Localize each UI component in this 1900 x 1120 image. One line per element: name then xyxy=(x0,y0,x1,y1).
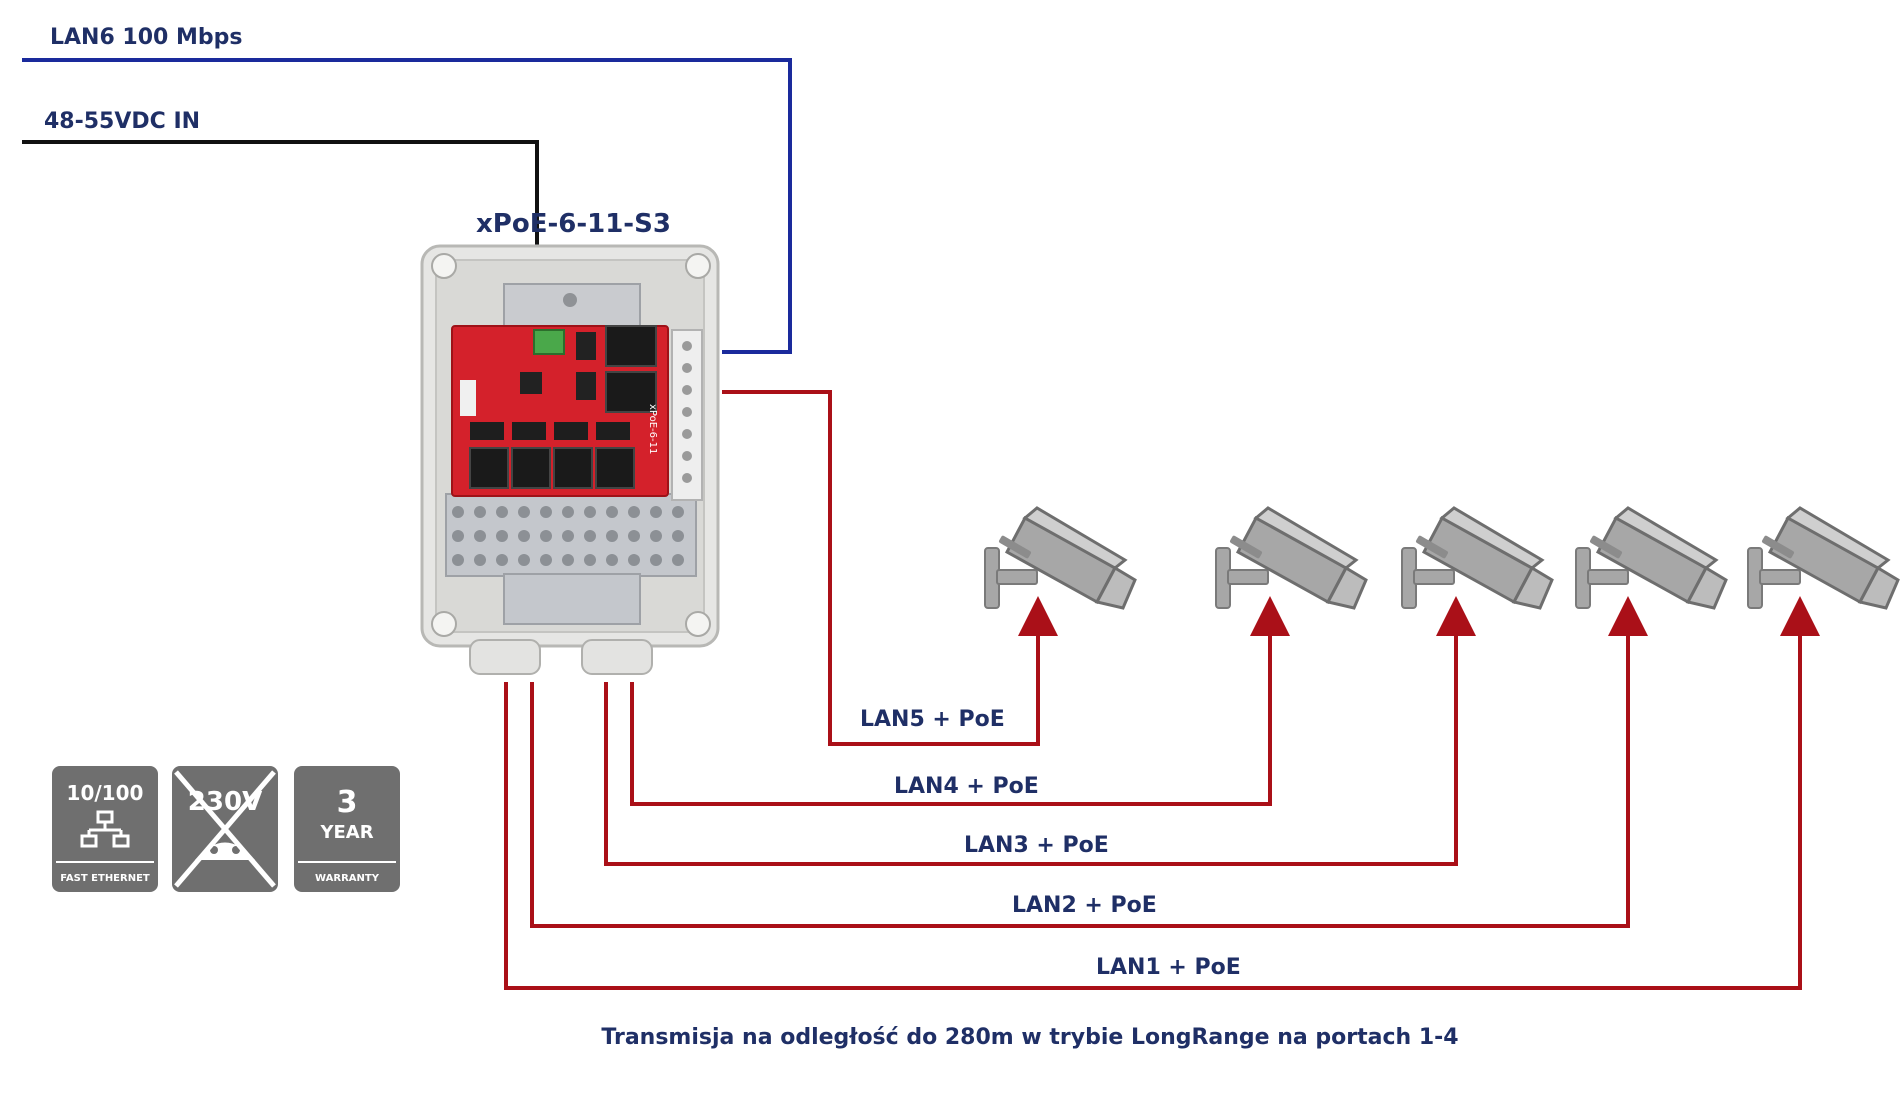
perforation-hole xyxy=(518,554,530,566)
camera-icon xyxy=(1574,506,1728,610)
network-icon xyxy=(80,810,130,848)
perforation-hole xyxy=(650,554,662,566)
perforation-hole xyxy=(628,554,640,566)
cable-gland-left xyxy=(469,639,541,675)
din-rail-hole xyxy=(682,451,692,461)
badge-warranty: 3 YEAR WARRANTY xyxy=(294,766,400,892)
perforation-hole xyxy=(562,554,574,566)
perforation-hole xyxy=(628,506,640,518)
din-rail-hole xyxy=(682,341,692,351)
badge-speed-text: 10/100 xyxy=(67,781,144,805)
perforation-hole xyxy=(474,530,486,542)
port-label-lan2: LAN2 + PoE xyxy=(1012,893,1157,918)
pcb-model-text: xPoE-6-11 xyxy=(647,404,658,454)
poe-line-lan5 xyxy=(722,390,1058,746)
perforation-hole xyxy=(518,506,530,518)
camera-icon xyxy=(1214,506,1368,610)
perforation-hole xyxy=(496,506,508,518)
power-line xyxy=(22,140,539,245)
corner-screw-icon xyxy=(685,611,711,637)
diagram-caption: Transmisja na odległość do 280m w trybie… xyxy=(601,1025,1458,1050)
perforation-hole xyxy=(672,554,684,566)
poe-line-lan1 xyxy=(504,596,1820,990)
badge-fast-ethernet: 10/100 FAST ETHERNET xyxy=(52,766,158,892)
badge-speed-caption: FAST ETHERNET xyxy=(60,873,150,884)
poe-line-lan2 xyxy=(530,596,1648,928)
camera-icon xyxy=(1400,506,1554,610)
rj45-port-lan3 xyxy=(553,447,593,489)
badge-warranty-number: 3 xyxy=(337,785,358,820)
rj45-port-lan1 xyxy=(469,447,509,489)
perforation-hole xyxy=(650,506,662,518)
rj45-port-lan2 xyxy=(511,447,551,489)
perforation-hole xyxy=(540,530,552,542)
perforation-hole xyxy=(584,554,596,566)
rj45-port-lan5 xyxy=(605,371,657,413)
perforation-hole xyxy=(474,554,486,566)
perforation-hole xyxy=(672,530,684,542)
din-rail-hole xyxy=(682,385,692,395)
perforation-hole xyxy=(584,530,596,542)
port-label-lan5: LAN5 + PoE xyxy=(860,707,1005,732)
rj45-port-lan4 xyxy=(595,447,635,489)
corner-screw-icon xyxy=(431,253,457,279)
perforation-hole xyxy=(452,530,464,542)
din-rail-hole xyxy=(682,407,692,417)
cable-gland-right xyxy=(581,639,653,675)
perforation-hole xyxy=(606,530,618,542)
perforation-hole xyxy=(496,554,508,566)
corner-screw-icon xyxy=(431,611,457,637)
perforation-hole xyxy=(628,530,640,542)
perforation-hole xyxy=(452,554,464,566)
port-label-lan1: LAN1 + PoE xyxy=(1096,955,1241,980)
perforation-hole xyxy=(562,530,574,542)
perforation-hole xyxy=(672,506,684,518)
lan6-label: LAN6 100 Mbps xyxy=(50,25,243,50)
camera-icon xyxy=(983,506,1137,610)
badge-warranty-year: YEAR xyxy=(319,822,373,843)
port-label-lan4: LAN4 + PoE xyxy=(894,774,1039,799)
perforation-hole xyxy=(584,506,596,518)
lan6-line xyxy=(22,58,792,354)
din-rail-hole xyxy=(682,473,692,483)
port-label-lan3: LAN3 + PoE xyxy=(964,833,1109,858)
poe-line-lan4 xyxy=(630,596,1290,806)
din-rail-hole xyxy=(682,363,692,373)
perforation-hole xyxy=(518,530,530,542)
perforation-hole xyxy=(606,506,618,518)
badge-no-230v: 230V xyxy=(172,766,278,892)
power-terminal xyxy=(533,329,565,355)
power-label: 48-55VDC IN xyxy=(44,109,200,134)
din-rail-hole xyxy=(682,429,692,439)
device-model-label: xPoE-6-11-S3 xyxy=(476,209,671,239)
device-enclosure: xPoE-6-11 xyxy=(420,244,720,675)
perforation-hole xyxy=(562,506,574,518)
perforation-hole xyxy=(452,506,464,518)
perforation-hole xyxy=(650,530,662,542)
perforation-hole xyxy=(540,506,552,518)
perforation-hole xyxy=(606,554,618,566)
rj45-port-lan6 xyxy=(605,325,657,367)
no-230v-icon xyxy=(174,770,276,888)
perforation-hole xyxy=(540,554,552,566)
perforation-hole xyxy=(474,506,486,518)
perforation-hole xyxy=(496,530,508,542)
badge-warranty-caption: WARRANTY xyxy=(315,873,380,884)
corner-screw-icon xyxy=(685,253,711,279)
camera-icon xyxy=(1746,506,1900,610)
poe-line-lan3 xyxy=(604,596,1476,866)
